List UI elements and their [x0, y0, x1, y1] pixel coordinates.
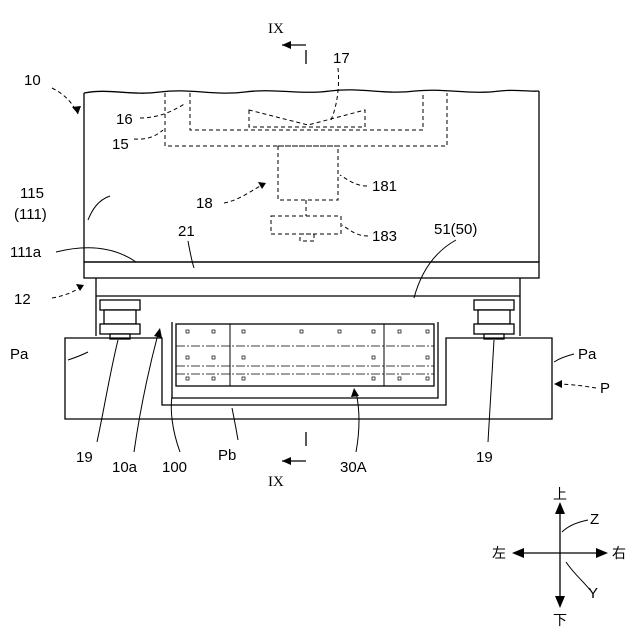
section-label-bottom: IX: [268, 474, 284, 490]
layer-21: [84, 262, 539, 278]
label-115: 115: [20, 185, 44, 202]
arrowhead-up: [555, 502, 565, 514]
section-arrowhead-top: [282, 41, 291, 49]
label-left: 左: [492, 546, 506, 562]
leader-115: [88, 196, 110, 220]
component-181: [278, 146, 338, 200]
label-19-left: 19: [76, 449, 93, 466]
label-down: 下: [553, 613, 567, 629]
main-body-10: [84, 90, 539, 278]
leader-lines: [52, 68, 596, 452]
arrowhead-down: [555, 596, 565, 608]
label-12: 12: [14, 291, 31, 308]
leader-pb: [232, 408, 238, 440]
leader-19-right: [488, 340, 494, 442]
label-17: 17: [333, 50, 350, 67]
arrowhead-right: [596, 548, 608, 558]
component-17: [249, 110, 365, 127]
section-marker-bottom: IX: [268, 432, 306, 490]
label-right: 右: [612, 546, 626, 562]
support-sides: [96, 278, 520, 336]
reference-labels: 10 16 15 17 115 (111) 18 181 183 111a 21…: [10, 50, 610, 476]
leader-30a: [356, 392, 359, 452]
leader-18: [224, 184, 264, 203]
label-pb: Pb: [218, 447, 236, 464]
leader-19-left: [97, 340, 118, 442]
component-15: [165, 93, 447, 146]
label-111a: 111a: [10, 244, 42, 261]
component-183-stub: [300, 234, 314, 241]
label-pa-right: Pa: [578, 346, 597, 363]
hidden-components: [165, 93, 447, 146]
leader-12: [52, 286, 82, 298]
label-10: 10: [24, 72, 41, 89]
label-111: (111): [14, 206, 47, 223]
bolt-19-right: [474, 300, 514, 339]
support-12: [96, 278, 520, 336]
leader-16: [140, 103, 186, 118]
leader-181: [340, 175, 367, 186]
component-183: [271, 216, 341, 234]
label-30a: 30A: [340, 459, 367, 476]
leader-pa-right: [554, 354, 574, 362]
bolt-19-left: [100, 300, 140, 339]
leader-183: [342, 225, 368, 236]
label-181: 181: [372, 178, 397, 195]
component-18: [271, 146, 341, 241]
plate-p: [65, 338, 552, 419]
section-marker-top: IX: [268, 21, 306, 64]
leader-10: [52, 88, 78, 114]
leader-111a: [56, 248, 136, 262]
label-up: 上: [553, 487, 567, 503]
leader-10a: [134, 334, 158, 452]
label-100: 100: [162, 459, 187, 476]
label-51-50: 51(50): [434, 221, 477, 238]
label-pa-left: Pa: [10, 346, 29, 363]
plate-outline: [65, 338, 552, 419]
leader-15: [134, 130, 163, 139]
label-10a: 10a: [112, 459, 138, 476]
module-30a: [172, 322, 438, 398]
label-z: Z: [590, 511, 599, 528]
label-15: 15: [112, 136, 129, 153]
leader-y: [566, 562, 590, 590]
arrowhead-left: [512, 548, 524, 558]
direction-indicator: 上 下 左 右 Z Y: [492, 487, 626, 629]
label-16: 16: [116, 111, 133, 128]
leader-51: [414, 240, 456, 298]
break-line: [84, 90, 539, 93]
leader-z: [562, 520, 588, 532]
label-p: P: [600, 380, 610, 397]
section-label-top: IX: [268, 21, 284, 37]
label-18: 18: [196, 195, 213, 212]
label-183: 183: [372, 228, 397, 245]
label-21: 21: [178, 223, 195, 240]
leader-17: [330, 68, 339, 122]
leader-pa-left: [68, 352, 88, 360]
label-y: Y: [588, 585, 598, 602]
label-19-right: 19: [476, 449, 493, 466]
section-arrowhead-bottom: [282, 457, 291, 465]
leader-21: [188, 241, 194, 268]
